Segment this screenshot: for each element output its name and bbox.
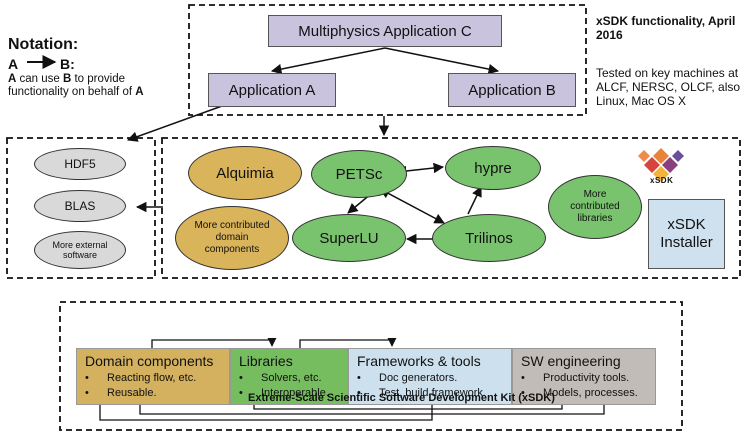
bullet-item: Models, processes.: [521, 386, 638, 401]
notation-title: Notation:: [8, 36, 79, 53]
notation-desc-b: B: [62, 73, 72, 85]
arrow-a-to-external: [127, 105, 223, 142]
xsdk-tested-note: Tested on key machines at ALCF, NERSC, O…: [596, 66, 741, 108]
panel-domain-bullets: Reacting flow, etc. Reusable.: [85, 371, 196, 401]
panel-libraries-header: Libraries: [239, 353, 293, 369]
connector-domain-to-libraries: [151, 337, 277, 348]
bullet-item: Productivity tools.: [521, 371, 638, 386]
app-b[interactable]: Application B: [448, 73, 576, 107]
panel-swe-header: SW engineering: [521, 353, 621, 369]
external-more-software[interactable]: More external software: [34, 231, 126, 269]
arrow-c-to-b: [384, 47, 500, 75]
xsdk-functionality-title: xSDK functionality, April 2016: [596, 14, 736, 42]
lib-petsc[interactable]: PETSc: [311, 150, 407, 198]
notation-a-label: A: [8, 56, 19, 72]
panel-libraries-bullets: Solvers, etc. Interoperable.: [239, 371, 329, 401]
panel-frameworks-tools[interactable]: Frameworks & tools Doc generators. Test,…: [348, 348, 512, 405]
arrow-trilinos-hypre: [467, 186, 482, 215]
app-multiphysics-c[interactable]: Multiphysics Application C: [268, 15, 502, 47]
xsdk-installer[interactable]: xSDK Installer: [648, 199, 725, 269]
arrow-petsc-trilinos: [379, 188, 445, 224]
lib-more-contributed-libraries[interactable]: More contributed libraries: [548, 175, 642, 239]
arrow-c-to-a: [270, 47, 386, 75]
bullet-item: Test, build framework.: [357, 386, 486, 401]
kit-dashed-frame: [59, 301, 683, 431]
connector-libraries-to-frameworks: [299, 337, 397, 348]
bullet-item: Doc generators.: [357, 371, 486, 386]
notation-desc-mid2: to provide functionality on behalf of: [8, 73, 136, 98]
panel-frameworks-header: Frameworks & tools: [357, 353, 481, 369]
panel-sw-engineering[interactable]: SW engineering Productivity tools. Model…: [512, 348, 656, 405]
panel-domain-components[interactable]: Domain components Reacting flow, etc. Re…: [76, 348, 230, 405]
xsdk-logo-icon: [638, 148, 684, 182]
applications-dashed-frame: [188, 4, 587, 116]
lib-trilinos[interactable]: Trilinos: [432, 214, 546, 262]
app-a[interactable]: Application A: [208, 73, 336, 107]
panel-libraries[interactable]: Libraries Solvers, etc. Interoperable.: [230, 348, 348, 405]
notation-desc-a2: A: [135, 86, 144, 98]
bullet-item: Solvers, etc.: [239, 371, 329, 386]
libraries-dashed-frame: [161, 137, 741, 279]
notation-desc-a: A: [8, 73, 17, 85]
panel-domain-header: Domain components: [85, 353, 214, 369]
notation-description: A can use B to provide functionality on …: [8, 73, 178, 99]
lib-superlu[interactable]: SuperLU: [292, 214, 406, 262]
xsdk-kit-label: Extreme-Scale Scientific Software Develo…: [248, 392, 555, 404]
xsdk-logo-text: xSDK: [650, 176, 674, 185]
bullet-item: Reacting flow, etc.: [85, 371, 196, 386]
notation-desc-mid1: can use: [16, 73, 63, 85]
lib-hypre[interactable]: hypre: [445, 146, 541, 190]
lib-alquimia[interactable]: Alquimia: [188, 146, 302, 200]
external-dashed-frame: [6, 137, 156, 279]
panel-swe-bullets: Productivity tools. Models, processes.: [521, 371, 638, 401]
lib-more-domain-components[interactable]: More contributed domain components: [175, 206, 289, 270]
bullet-item: Reusable.: [85, 386, 196, 401]
notation-b-label: B:: [60, 56, 75, 72]
external-blas[interactable]: BLAS: [34, 190, 126, 222]
bullet-item: Interoperable.: [239, 386, 329, 401]
panel-frameworks-bullets: Doc generators. Test, build framework.: [357, 371, 486, 401]
external-hdf5[interactable]: HDF5: [34, 148, 126, 180]
